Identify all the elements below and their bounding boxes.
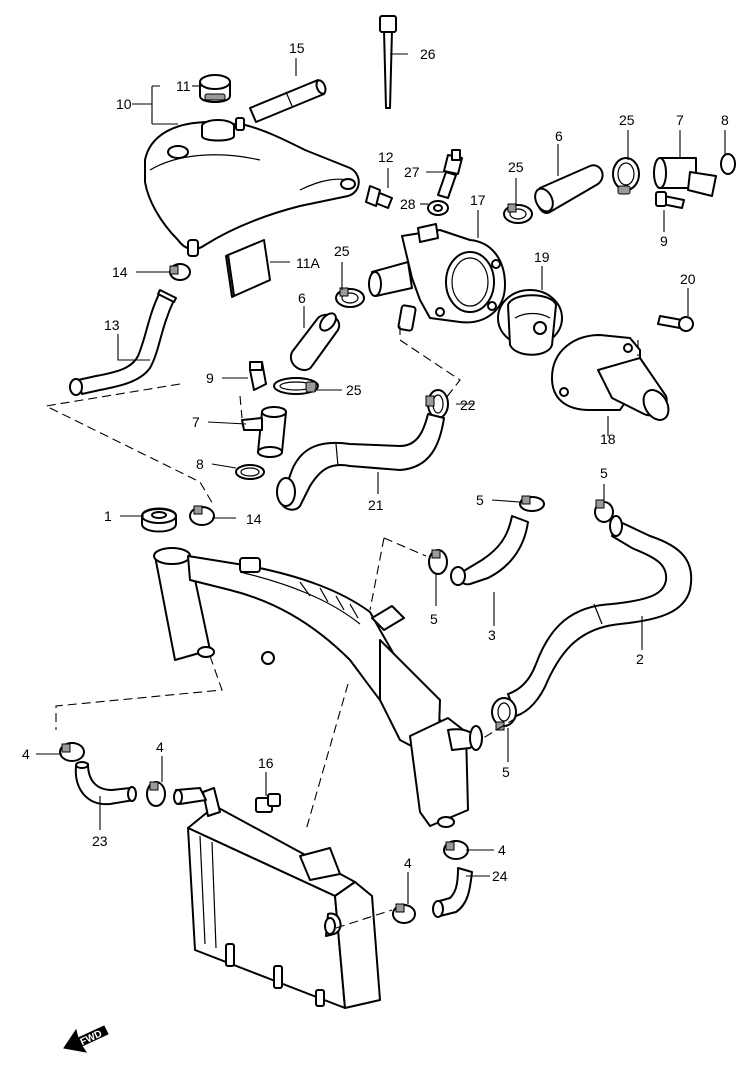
label-24: 24 xyxy=(492,868,508,884)
label-22: 22 xyxy=(460,397,476,413)
label-19: 19 xyxy=(534,249,550,265)
main-radiator xyxy=(153,547,483,828)
thermostat-cover xyxy=(551,334,670,421)
label-25-left: 25 xyxy=(334,243,350,259)
hose-3 xyxy=(450,515,529,586)
hose-2 xyxy=(507,515,693,717)
label-21: 21 xyxy=(368,497,384,513)
label-5-bottom: 5 xyxy=(502,764,510,780)
label-4-bottom: 4 xyxy=(404,855,412,871)
label-16: 16 xyxy=(258,755,274,771)
label-25-upper: 25 xyxy=(619,112,635,128)
bolt-20 xyxy=(657,315,694,332)
cable-tie xyxy=(379,15,397,109)
label-1: 1 xyxy=(104,508,112,524)
hose-clamp-4-mid xyxy=(146,781,166,807)
hose-clamp-25-housing xyxy=(503,203,533,224)
reservoir-breather-hose xyxy=(249,79,327,123)
o-ring-8-upper xyxy=(720,153,736,175)
label-10: 10 xyxy=(116,96,132,112)
washer-28 xyxy=(427,200,449,216)
label-25-housing: 25 xyxy=(508,159,524,175)
label-14-lower: 14 xyxy=(246,511,262,527)
label-18: 18 xyxy=(600,431,616,447)
fitting-7-upper xyxy=(653,157,717,197)
hose-clamp-25-upper xyxy=(612,157,640,195)
bolt-9-upper xyxy=(655,191,685,209)
warning-label-11a xyxy=(225,239,271,298)
dashed-assembly-lines xyxy=(44,326,639,929)
hose-13 xyxy=(69,289,177,396)
bolt-9-lower xyxy=(249,361,267,391)
hose-clamp-4-left xyxy=(59,742,85,762)
label-6-lower: 6 xyxy=(298,290,306,306)
sensor-16 xyxy=(255,793,281,813)
label-26: 26 xyxy=(420,46,436,62)
label-12: 12 xyxy=(378,149,394,165)
hose-clamp-25-lower xyxy=(273,377,319,395)
hose-clamp-4-bottom xyxy=(392,903,416,924)
label-25-lower: 25 xyxy=(346,382,362,398)
hose-24 xyxy=(432,867,473,918)
label-23: 23 xyxy=(92,833,108,849)
leader-lines xyxy=(36,53,726,904)
label-8-upper: 8 xyxy=(721,112,729,128)
radiator-cap xyxy=(141,507,177,533)
hose-21 xyxy=(276,413,445,511)
label-11: 11 xyxy=(176,78,191,94)
hose-6-lower xyxy=(289,312,341,371)
label-27: 27 xyxy=(404,164,420,180)
hose-clamp-4-right xyxy=(443,840,469,860)
fitting-7-lower xyxy=(241,406,287,458)
label-13: 13 xyxy=(104,317,120,333)
label-9-lower: 9 xyxy=(206,370,214,386)
label-3: 3 xyxy=(488,627,496,643)
hose-clamp-14-upper xyxy=(169,263,191,281)
label-5-top: 5 xyxy=(476,492,484,508)
label-2: 2 xyxy=(636,651,644,667)
hose-23 xyxy=(74,761,137,806)
hose-clamp-5-bottom xyxy=(491,697,517,731)
thermostat-housing xyxy=(368,223,506,332)
label-5-right: 5 xyxy=(600,465,608,481)
label-7-upper: 7 xyxy=(676,112,684,128)
hose-clamp-25-left xyxy=(335,287,365,308)
hose-6-upper xyxy=(534,164,604,214)
label-15: 15 xyxy=(289,40,305,56)
hose-clamp-5-right xyxy=(594,499,614,523)
label-14-upper: 14 xyxy=(112,264,128,280)
part-number-labels: 11 10 15 26 12 27 28 6 25 7 8 9 25 17 19… xyxy=(22,40,729,884)
label-9-upper: 9 xyxy=(660,233,668,249)
hose-clamp-14-lower xyxy=(189,505,215,526)
hose-lower-mid xyxy=(173,787,207,805)
temp-sensor-27 xyxy=(437,149,463,199)
label-17: 17 xyxy=(470,192,486,208)
o-ring-8-lower xyxy=(235,464,265,480)
forward-direction-arrow: FWD xyxy=(63,1025,109,1053)
label-8-lower: 8 xyxy=(196,456,204,472)
reservoir-cap xyxy=(199,74,231,103)
label-28: 28 xyxy=(400,196,416,212)
reservoir-tank xyxy=(144,117,360,257)
label-4-mid: 4 xyxy=(156,739,164,755)
fwd-label: FWD xyxy=(79,1028,104,1048)
lower-radiator xyxy=(187,787,381,1009)
hose-clamp-5-mid xyxy=(428,549,448,575)
label-20: 20 xyxy=(680,271,696,287)
label-7-lower: 7 xyxy=(192,414,200,430)
label-4-left: 4 xyxy=(22,746,30,762)
thermostat xyxy=(497,289,563,356)
bolt-12 xyxy=(365,185,393,209)
label-5-mid: 5 xyxy=(430,611,438,627)
label-6-upper: 6 xyxy=(555,128,563,144)
label-11a: 11A xyxy=(296,255,321,271)
label-4-right: 4 xyxy=(498,842,506,858)
hose-clamp-5-top xyxy=(519,495,545,512)
